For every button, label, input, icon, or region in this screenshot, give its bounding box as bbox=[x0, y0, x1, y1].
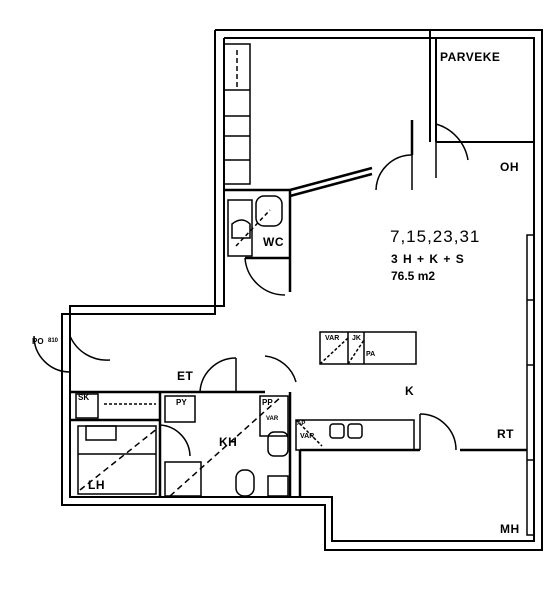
fixture-label-pa: PA bbox=[366, 351, 376, 358]
apartment-type: 3 H + K + S bbox=[391, 252, 465, 266]
room-label-k: K bbox=[405, 384, 415, 398]
room-label-rt: RT bbox=[497, 427, 514, 441]
room-label-parveke: PARVEKE bbox=[440, 50, 501, 64]
window-strips bbox=[223, 43, 535, 536]
room-label-oh: OH bbox=[500, 160, 519, 174]
apartment-codes: 7,15,23,31 bbox=[390, 227, 481, 246]
room-label-wc: WC bbox=[263, 235, 284, 249]
fixture-label-po-number: 810 bbox=[48, 338, 59, 344]
fixture-label-var-counter: VAR bbox=[300, 433, 315, 440]
apartment-area: 76.5 m2 bbox=[391, 269, 436, 283]
fixture-label-jk: JK bbox=[352, 335, 361, 342]
fixture-label-var-island: VAR bbox=[325, 335, 340, 342]
room-label-kh: KH bbox=[219, 435, 238, 449]
fixture-label-po: PO bbox=[32, 337, 44, 346]
fixture-label-var-bath: VAR bbox=[266, 416, 279, 422]
door-swings bbox=[33, 123, 469, 457]
balcony-outline bbox=[429, 30, 534, 143]
fixture-label-sk: SK bbox=[78, 393, 90, 402]
room-label-et: ET bbox=[177, 369, 194, 383]
exterior-walls bbox=[61, 29, 543, 551]
fixture-label-ap: AP bbox=[297, 421, 306, 427]
wc-fixtures bbox=[227, 195, 283, 257]
fixture-label-py: PY bbox=[176, 398, 187, 407]
interior-walls bbox=[70, 120, 527, 497]
room-label-mh: MH bbox=[500, 522, 520, 536]
kitchen-units bbox=[295, 331, 417, 451]
bathroom-fixtures bbox=[75, 393, 289, 497]
room-label-lh: LH bbox=[88, 478, 105, 492]
fixture-label-pp: PP bbox=[262, 398, 273, 407]
